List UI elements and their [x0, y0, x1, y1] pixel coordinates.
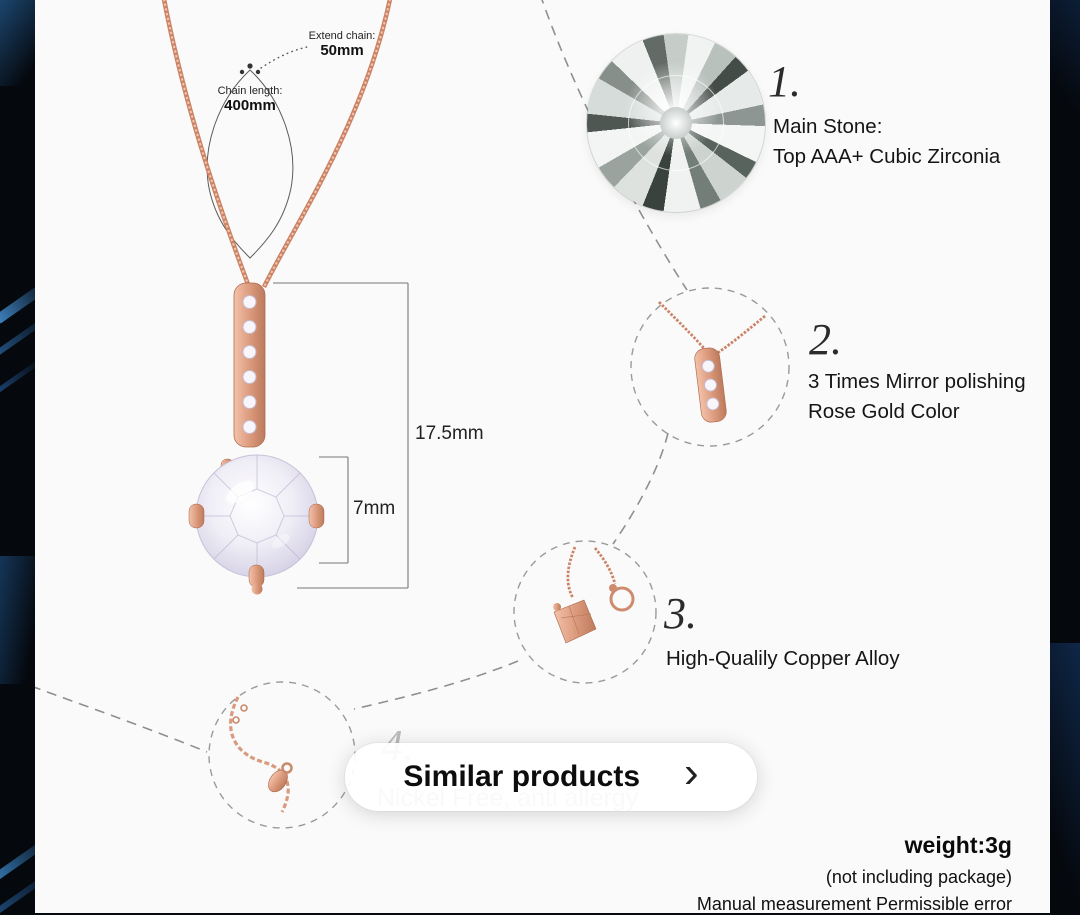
chain-length-caption: Chain length: — [217, 85, 283, 97]
product-notes: weight:3g (not including package) Manual… — [697, 832, 1012, 913]
feature-number-1: 1. — [768, 57, 801, 106]
zirconia-stone — [188, 454, 325, 595]
feature-text-1: Main Stone: Top AAA+ Cubic Zirconia — [773, 112, 1033, 172]
dimension-lines — [273, 282, 409, 589]
feature4-clasp-closeup — [229, 696, 293, 813]
necklace-chains — [161, 0, 393, 289]
feature1-line1: Main Stone: — [773, 115, 883, 138]
stone-diameter-value: 7mm — [353, 498, 396, 519]
similar-products-button[interactable]: Similar products › — [345, 743, 757, 811]
product-infographic-panel: Extend chain: 50mm Chain length: 400mm 1… — [35, 0, 1050, 913]
feature-number-3: 3. — [664, 589, 697, 638]
extend-chain-caption: Extend chain: — [308, 30, 376, 42]
feature-number-2: 2. — [809, 315, 842, 364]
feature2-pendant-closeup — [658, 301, 766, 423]
similar-products-label: Similar products — [403, 760, 641, 793]
feature-text-2: 3 Times Mirror polishing Rose Gold Color — [808, 367, 1050, 427]
necklace-diagram-art — [35, 0, 790, 829]
extend-chain-label: Extend chain: 50mm — [287, 30, 397, 59]
feature3-pendant-closeup — [553, 546, 635, 644]
package-note: (not including package) — [825, 867, 1012, 887]
chain-length-value: 400mm — [224, 97, 276, 114]
chain-length-label: Chain length: 400mm — [198, 85, 302, 114]
pendant-height-value: 17.5mm — [415, 423, 484, 444]
feature2-line1: 3 Times Mirror polishing — [808, 370, 1026, 393]
feature1-line2: Top AAA+ Cubic Zirconia — [773, 145, 1001, 168]
extend-chain-value: 50mm — [320, 42, 364, 59]
bg-accent-glow — [1046, 0, 1080, 130]
measurement-note: Manual measurement Permissible error — [696, 894, 1012, 913]
pendant-bail — [233, 282, 266, 448]
feature-text-3: High-Qualily Copper Alloy — [666, 644, 946, 674]
feature3-line1: High-Qualily Copper Alloy — [666, 647, 900, 670]
weight-note: weight:3g — [904, 832, 1012, 858]
cubic-zirconia-photo — [587, 34, 765, 212]
chain-length-outline — [206, 45, 312, 259]
feature2-line2: Rose Gold Color — [808, 400, 960, 423]
dashed-connectors — [35, 0, 688, 753]
